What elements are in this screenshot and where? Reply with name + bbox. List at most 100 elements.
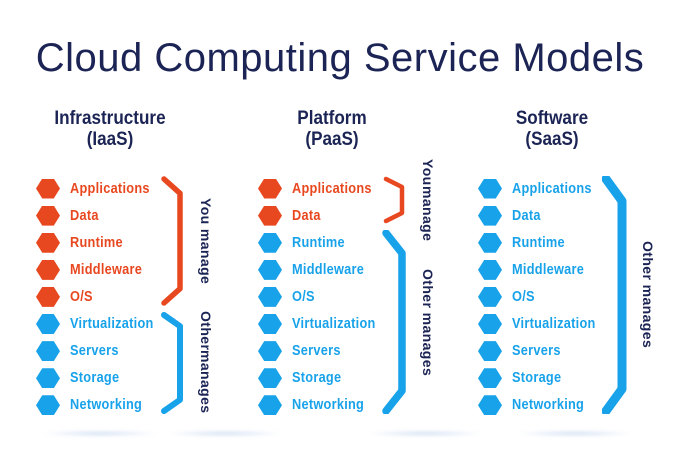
hexagon-icon — [36, 395, 60, 416]
layer-row: Applications — [478, 175, 628, 202]
shadow-smudge — [515, 430, 635, 437]
column-subtitle: (PaaS) — [305, 129, 359, 150]
bracket-other-manages — [382, 230, 408, 415]
layer-label: O/S — [292, 288, 315, 305]
bracket-you-manage — [160, 176, 186, 306]
layer-label: Servers — [70, 343, 119, 360]
layer-label: Data — [292, 207, 321, 224]
layer-row: Applications — [36, 175, 186, 202]
bracket-label: You manage — [185, 176, 227, 306]
bracket-label-line: Other manages — [420, 268, 436, 376]
column-heading-paas: Platform(PaaS) — [260, 108, 404, 150]
layer-row: Virtualization — [478, 310, 628, 337]
hexagon-icon — [478, 314, 502, 335]
layer-row: Storage — [478, 365, 628, 392]
layer-row: Storage — [258, 365, 408, 392]
layer-row: Data — [258, 202, 408, 229]
layer-label: Virtualization — [70, 316, 154, 333]
layer-label: Servers — [292, 343, 341, 360]
layer-row: Virtualization — [36, 310, 186, 337]
hexagon-icon — [258, 395, 282, 416]
hexagon-icon — [36, 341, 60, 362]
layer-label: Runtime — [292, 234, 345, 251]
layer-label: O/S — [512, 288, 535, 305]
layer-row: Runtime — [258, 229, 408, 256]
bracket-label-line: Other manages — [640, 241, 656, 349]
layer-label: Networking — [70, 397, 143, 414]
shadow-smudge — [365, 430, 485, 437]
hexagon-icon — [36, 205, 60, 226]
bracket-label-line: manage — [420, 185, 436, 241]
hexagon-icon — [36, 368, 60, 389]
layer-row: Virtualization — [258, 310, 408, 337]
bracket-other-manages — [160, 311, 186, 414]
layer-label: Applications — [70, 180, 150, 197]
layer-label: Applications — [512, 180, 592, 197]
hexagon-icon — [258, 314, 282, 335]
hexagon-icon — [478, 286, 502, 307]
layer-label: Storage — [70, 370, 120, 387]
layer-row: Networking — [478, 392, 628, 419]
column-title: Infrastructure — [54, 108, 166, 129]
layer-row: Middleware — [36, 256, 186, 283]
column-heading-saas: Software(SaaS) — [480, 108, 624, 150]
layer-row: Servers — [258, 338, 408, 365]
column-title: Software — [515, 108, 589, 129]
layer-label: Virtualization — [292, 316, 376, 333]
layer-row: Runtime — [36, 229, 186, 256]
layer-label: Networking — [512, 397, 585, 414]
hexagon-icon — [478, 368, 502, 389]
hexagon-icon — [478, 259, 502, 280]
layer-row: O/S — [36, 283, 186, 310]
layer-row: Networking — [36, 392, 186, 419]
layer-label: Middleware — [70, 261, 143, 278]
layer-label: Applications — [292, 180, 372, 197]
bracket-label-line: You — [420, 159, 436, 186]
column-subtitle: (IaaS) — [86, 129, 134, 150]
layer-label: Data — [70, 207, 99, 224]
layer-row: O/S — [478, 283, 628, 310]
layer-label: Middleware — [512, 261, 585, 278]
layer-row: O/S — [258, 283, 408, 310]
layer-label: Data — [512, 207, 541, 224]
layer-label: Storage — [292, 370, 342, 387]
hexagon-icon — [478, 341, 502, 362]
hexagon-icon — [258, 368, 282, 389]
hexagon-icon — [36, 314, 60, 335]
bracket-label: Other manages — [627, 176, 669, 414]
hexagon-icon — [478, 395, 502, 416]
hexagon-icon — [478, 232, 502, 253]
hexagon-icon — [36, 259, 60, 280]
layer-label: Networking — [292, 397, 365, 414]
layer-row: Middleware — [258, 256, 408, 283]
column-subtitle: (SaaS) — [525, 129, 579, 150]
hexagon-icon — [258, 232, 282, 253]
hexagon-icon — [258, 178, 282, 199]
layer-row: Storage — [36, 365, 186, 392]
hexagon-icon — [478, 205, 502, 226]
bracket-label-line: Other — [198, 311, 214, 351]
layer-label: Middleware — [292, 261, 365, 278]
hexagon-icon — [258, 286, 282, 307]
layer-row: Data — [478, 202, 628, 229]
layer-row: Servers — [478, 338, 628, 365]
layer-label: Runtime — [512, 234, 565, 251]
hexagon-icon — [36, 286, 60, 307]
shadow-smudge — [165, 430, 285, 437]
layer-row: Servers — [36, 338, 186, 365]
layer-row: Middleware — [478, 256, 628, 283]
bracket-label-line: manages — [198, 350, 214, 414]
hexagon-icon — [258, 205, 282, 226]
layer-label: Runtime — [70, 234, 123, 251]
column-title: Platform — [297, 108, 367, 129]
hexagon-icon — [258, 341, 282, 362]
hexagon-icon — [258, 259, 282, 280]
layer-label: Servers — [512, 343, 561, 360]
bracket-label: Other manages — [407, 230, 449, 414]
